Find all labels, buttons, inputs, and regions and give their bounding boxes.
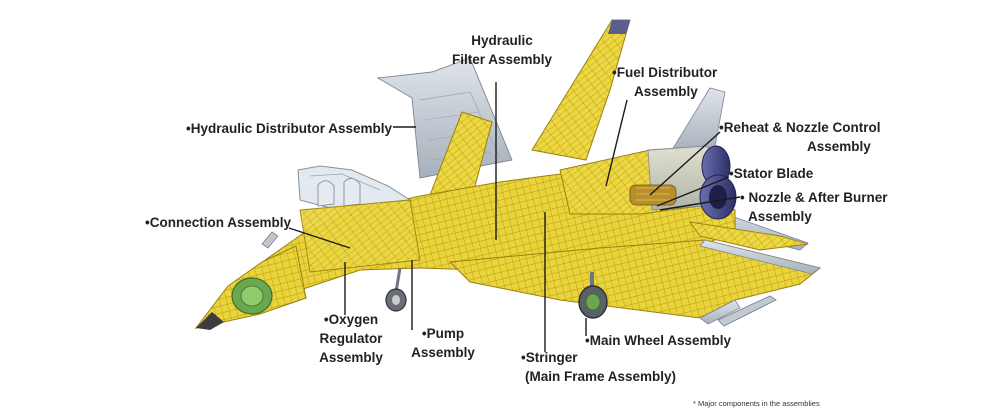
label-oxygen-line3: Assembly xyxy=(319,350,383,365)
label-oxygen-line2: Regulator xyxy=(319,331,383,346)
leader-reheat-nozzle xyxy=(649,131,721,196)
label-hydraulic-filter: Hydraulic Filter Assembly xyxy=(450,31,554,69)
leader-stator-blade xyxy=(656,176,730,207)
label-reheat-nozzle-control: •Reheat & Nozzle Control Assembly xyxy=(719,118,881,156)
label-pump-line2: Assembly xyxy=(411,345,475,360)
label-hydraulic-filter-line2: Filter Assembly xyxy=(451,52,553,67)
label-oxygen-regulator: •Oxygen Regulator Assembly xyxy=(316,310,386,367)
label-reheat-line2: Assembly xyxy=(807,139,871,154)
label-stator-blade: •Stator Blade xyxy=(729,166,814,181)
leader-nozzle-afterburner xyxy=(659,196,741,211)
label-fuel-distributor: •Fuel Distributor Assembly xyxy=(612,63,717,101)
right-vertical-fin xyxy=(531,19,631,161)
label-oxygen-line1: •Oxygen xyxy=(323,312,379,327)
label-hydraulic-distributor: •Hydraulic Distributor Assembly xyxy=(186,121,393,136)
right-stabilizer xyxy=(689,221,809,251)
leader-lines xyxy=(288,82,741,352)
label-main-wheel-assembly: •Main Wheel Assembly xyxy=(585,333,732,348)
label-nozzle-line2: Assembly xyxy=(748,209,812,224)
label-pump-assembly: •Pump Assembly xyxy=(405,324,481,362)
label-fuel-distributor-line2: Assembly xyxy=(634,84,698,99)
leader-fuel-distributor xyxy=(605,99,628,187)
label-nozzle-line1: • Nozzle & After Burner xyxy=(740,190,888,205)
label-stringer-line1: •Stringer xyxy=(521,350,578,365)
leader-connection xyxy=(288,227,351,249)
label-nozzle-after-burner: • Nozzle & After Burner Assembly xyxy=(740,188,888,226)
label-reheat-line1: •Reheat & Nozzle Control xyxy=(719,120,881,135)
label-pump-line1: •Pump xyxy=(421,326,465,341)
label-hydraulic-filter-line1: Hydraulic xyxy=(471,33,533,48)
label-fuel-distributor-line1: •Fuel Distributor xyxy=(612,65,718,80)
footnote: * Major components in the assemblies xyxy=(693,399,820,408)
label-connection-assembly: •Connection Assembly xyxy=(145,215,292,230)
label-stringer: •Stringer (Main Frame Assembly) xyxy=(521,348,676,386)
right-wing-frame xyxy=(448,239,822,319)
label-stringer-line2: (Main Frame Assembly) xyxy=(525,369,677,384)
